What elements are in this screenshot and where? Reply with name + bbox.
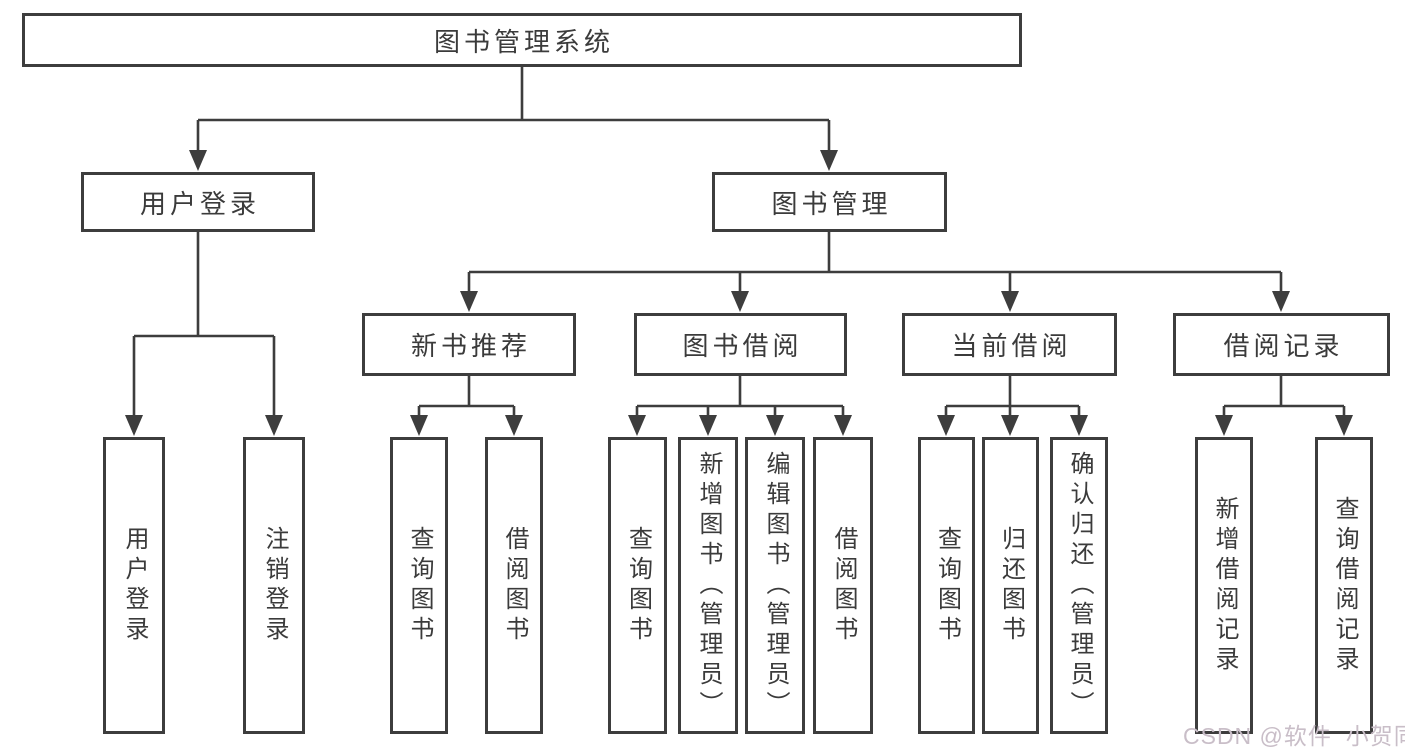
leaf-records-add-borrow-record: 新增借阅记录 bbox=[1195, 437, 1253, 734]
leaf-borrowing-query-books: 查询图书 bbox=[608, 437, 667, 734]
leaf-borrowing-edit-books-admin: 编辑图书（管理员） bbox=[745, 437, 805, 734]
node-library-management-system: 图书管理系统 bbox=[22, 13, 1022, 67]
leaf-borrowing-borrow-books: 借阅图书 bbox=[813, 437, 873, 734]
connector-current-borrowing-children bbox=[937, 376, 1088, 436]
connector-user-login-children bbox=[125, 232, 283, 436]
leaf-logout: 注销登录 bbox=[243, 437, 305, 734]
node-current-borrowing: 当前借阅 bbox=[902, 313, 1117, 376]
node-new-book-recommendation: 新书推荐 bbox=[362, 313, 576, 376]
leaf-borrowing-add-books-admin: 新增图书（管理员） bbox=[678, 437, 738, 734]
node-user-login: 用户登录 bbox=[81, 172, 315, 232]
leaf-user-login: 用户登录 bbox=[103, 437, 165, 734]
leaf-records-query-borrow-record: 查询借阅记录 bbox=[1315, 437, 1373, 734]
connector-borrowing-records-children bbox=[1215, 376, 1353, 436]
connector-root-to-level2 bbox=[189, 67, 838, 171]
leaf-current-query-books: 查询图书 bbox=[918, 437, 975, 734]
connector-new-book-children bbox=[410, 376, 523, 436]
leaf-new-book-borrow-books: 借阅图书 bbox=[485, 437, 543, 734]
leaf-current-return-books: 归还图书 bbox=[982, 437, 1039, 734]
leaf-new-book-query-books: 查询图书 bbox=[390, 437, 448, 734]
node-book-management: 图书管理 bbox=[712, 172, 947, 232]
leaf-current-confirm-return-admin: 确认归还（管理员） bbox=[1050, 437, 1108, 734]
node-borrowing-records: 借阅记录 bbox=[1173, 313, 1390, 376]
connector-book-management-children bbox=[460, 232, 1290, 312]
csdn-watermark: CSDN @软件_小贺同学 bbox=[1183, 723, 1405, 747]
node-book-borrowing: 图书借阅 bbox=[634, 313, 847, 376]
connector-book-borrowing-children bbox=[628, 376, 852, 436]
